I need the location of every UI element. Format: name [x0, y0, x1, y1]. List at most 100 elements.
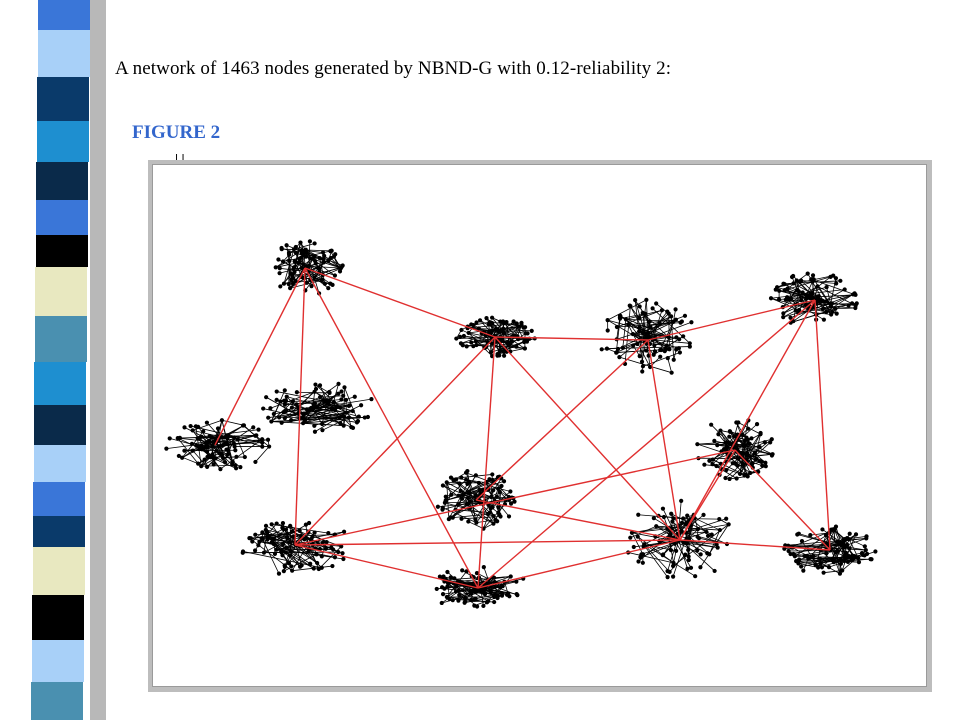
network-node: [448, 515, 453, 520]
network-node: [182, 448, 187, 453]
intra-cluster-edge: [638, 534, 671, 562]
network-node: [304, 280, 310, 285]
network-node: [671, 516, 676, 521]
intra-cluster-edge: [252, 532, 263, 542]
network-node: [456, 598, 461, 603]
network-node: [834, 281, 839, 286]
intra-cluster-edge: [166, 443, 207, 450]
network-node: [465, 481, 470, 487]
network-node: [615, 346, 621, 352]
network-node: [599, 347, 604, 352]
network-node: [440, 507, 445, 512]
network-node: [710, 457, 715, 462]
network-node: [853, 532, 859, 537]
network-node: [311, 566, 316, 571]
network-node: [504, 319, 509, 325]
intra-cluster-edge: [320, 395, 344, 398]
network-node: [620, 345, 625, 350]
network-node: [341, 556, 346, 562]
network-node: [507, 594, 512, 599]
network-node: [322, 281, 328, 286]
network-node: [479, 587, 484, 592]
intra-cluster-edge: [315, 384, 330, 394]
network-node: [714, 463, 719, 469]
network-node: [469, 322, 474, 327]
intra-cluster-edge: [700, 524, 730, 568]
intra-cluster-edge: [223, 456, 237, 459]
network-node: [230, 462, 235, 467]
network-node: [273, 265, 278, 270]
intra-cluster-edge: [633, 539, 679, 548]
network-node: [819, 565, 825, 570]
network-node: [312, 429, 318, 434]
intra-cluster-edge: [455, 509, 491, 513]
inter-cluster-link: [494, 336, 649, 341]
network-node: [862, 544, 867, 549]
intra-cluster-edge: [465, 479, 511, 492]
network-node: [277, 266, 282, 271]
network-node: [522, 346, 527, 351]
network-node: [640, 560, 645, 565]
network-node: [754, 422, 760, 427]
network-diagram: [164, 239, 878, 609]
network-node: [804, 296, 809, 302]
network-node: [467, 499, 472, 504]
network-node: [334, 404, 339, 410]
network-node: [492, 594, 497, 599]
network-node: [293, 244, 298, 250]
network-node: [798, 278, 804, 283]
network-node: [523, 331, 528, 336]
network-node: [781, 281, 786, 286]
network-node: [506, 514, 512, 519]
network-node: [216, 444, 221, 449]
intra-cluster-edge: [835, 307, 856, 310]
network-node: [862, 553, 867, 558]
intra-cluster-edge: [826, 287, 832, 304]
inter-cluster-link: [679, 449, 736, 541]
network-node: [488, 350, 494, 355]
network-node: [491, 521, 496, 526]
network-node: [664, 343, 670, 348]
network-node: [717, 516, 722, 522]
inter-cluster-link: [475, 339, 649, 501]
network-node: [687, 344, 692, 349]
network-node: [604, 346, 610, 351]
network-node: [833, 306, 838, 311]
network-node: [500, 583, 505, 589]
network-node: [614, 324, 620, 330]
network-node: [290, 399, 296, 404]
intra-cluster-edge: [473, 321, 490, 326]
network-node: [833, 276, 839, 281]
inter-cluster-link: [647, 339, 681, 541]
network-node: [324, 540, 329, 545]
network-node: [260, 440, 265, 445]
intra-cluster-edge: [499, 491, 512, 504]
network-node: [289, 405, 295, 410]
network-node: [328, 255, 334, 261]
network-node: [499, 483, 504, 489]
network-node: [746, 426, 751, 431]
network-node: [696, 536, 702, 541]
intra-cluster-edge: [790, 545, 842, 548]
network-node: [268, 406, 273, 411]
network-node: [702, 462, 707, 467]
network-node: [637, 304, 642, 309]
network-node: [481, 565, 486, 570]
figure-label: FIGURE 2: [132, 122, 221, 143]
network-node: [683, 552, 688, 557]
network-node: [463, 477, 469, 482]
network-node: [350, 408, 355, 414]
network-node: [669, 314, 674, 319]
network-node: [352, 394, 357, 399]
network-node: [195, 436, 200, 441]
intra-cluster-edge: [817, 286, 856, 306]
network-node: [313, 261, 318, 266]
network-node: [339, 397, 344, 402]
network-node: [321, 260, 326, 265]
network-node: [233, 463, 238, 468]
network-node: [322, 398, 327, 403]
network-node: [605, 318, 610, 323]
intra-cluster-edge: [640, 538, 690, 558]
network-node: [362, 415, 367, 420]
network-node: [321, 256, 326, 262]
